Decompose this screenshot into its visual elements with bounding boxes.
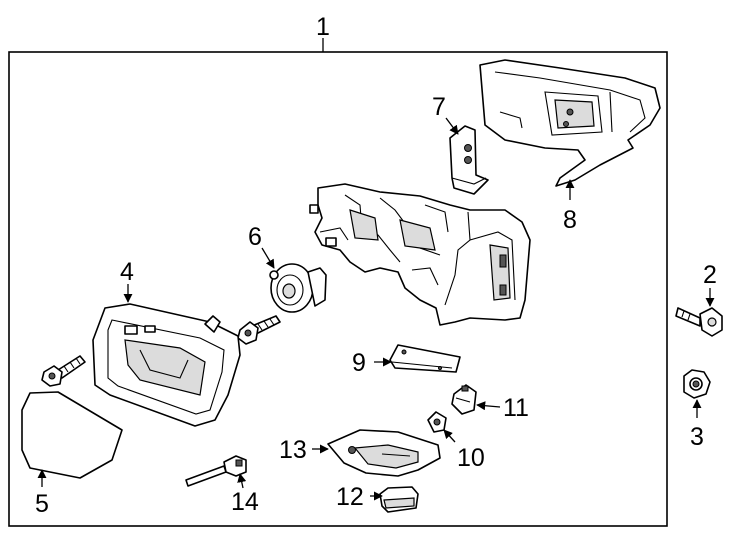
puddle-lamp-housing [327, 429, 441, 477]
callout-4: 4 [120, 258, 134, 286]
callout-1: 1 [316, 13, 330, 41]
callout-8: 8 [563, 206, 577, 234]
callout-3: 3 [690, 423, 704, 451]
callout-9: 9 [352, 349, 366, 377]
bolt-part-2 [675, 307, 723, 337]
callout-10-leader [443, 429, 456, 443]
mirror-glass [21, 391, 123, 479]
connector-part-10 [427, 411, 447, 433]
callout-12: 12 [336, 483, 364, 511]
mirror-backing-plate [92, 303, 241, 427]
callout-6: 6 [248, 223, 262, 251]
callout-11-leader [476, 401, 501, 411]
callout-14: 14 [231, 488, 259, 516]
callout-7-leader [445, 117, 459, 135]
mirror-base-assembly [309, 183, 531, 326]
callout-7: 7 [432, 93, 446, 121]
callout-13: 13 [279, 436, 307, 464]
callout-6-leader [261, 247, 275, 269]
bracket-part [449, 125, 489, 195]
mirror-housing-cover [479, 59, 661, 187]
wiring-pigtail [185, 455, 247, 487]
control-module [389, 344, 461, 373]
mirror-motor [269, 263, 327, 313]
assembly-frame [8, 51, 668, 527]
callout-2: 2 [703, 261, 717, 289]
connector-part-11 [451, 384, 477, 415]
nut-part-3 [683, 369, 711, 399]
callout-5: 5 [35, 490, 49, 518]
callout-10: 10 [457, 444, 485, 472]
callout-11: 11 [503, 394, 529, 422]
callout-14-leader [237, 473, 247, 489]
puddle-lamp [379, 486, 419, 513]
mounting-screw [237, 315, 281, 345]
backing-plate-screw [41, 355, 86, 387]
